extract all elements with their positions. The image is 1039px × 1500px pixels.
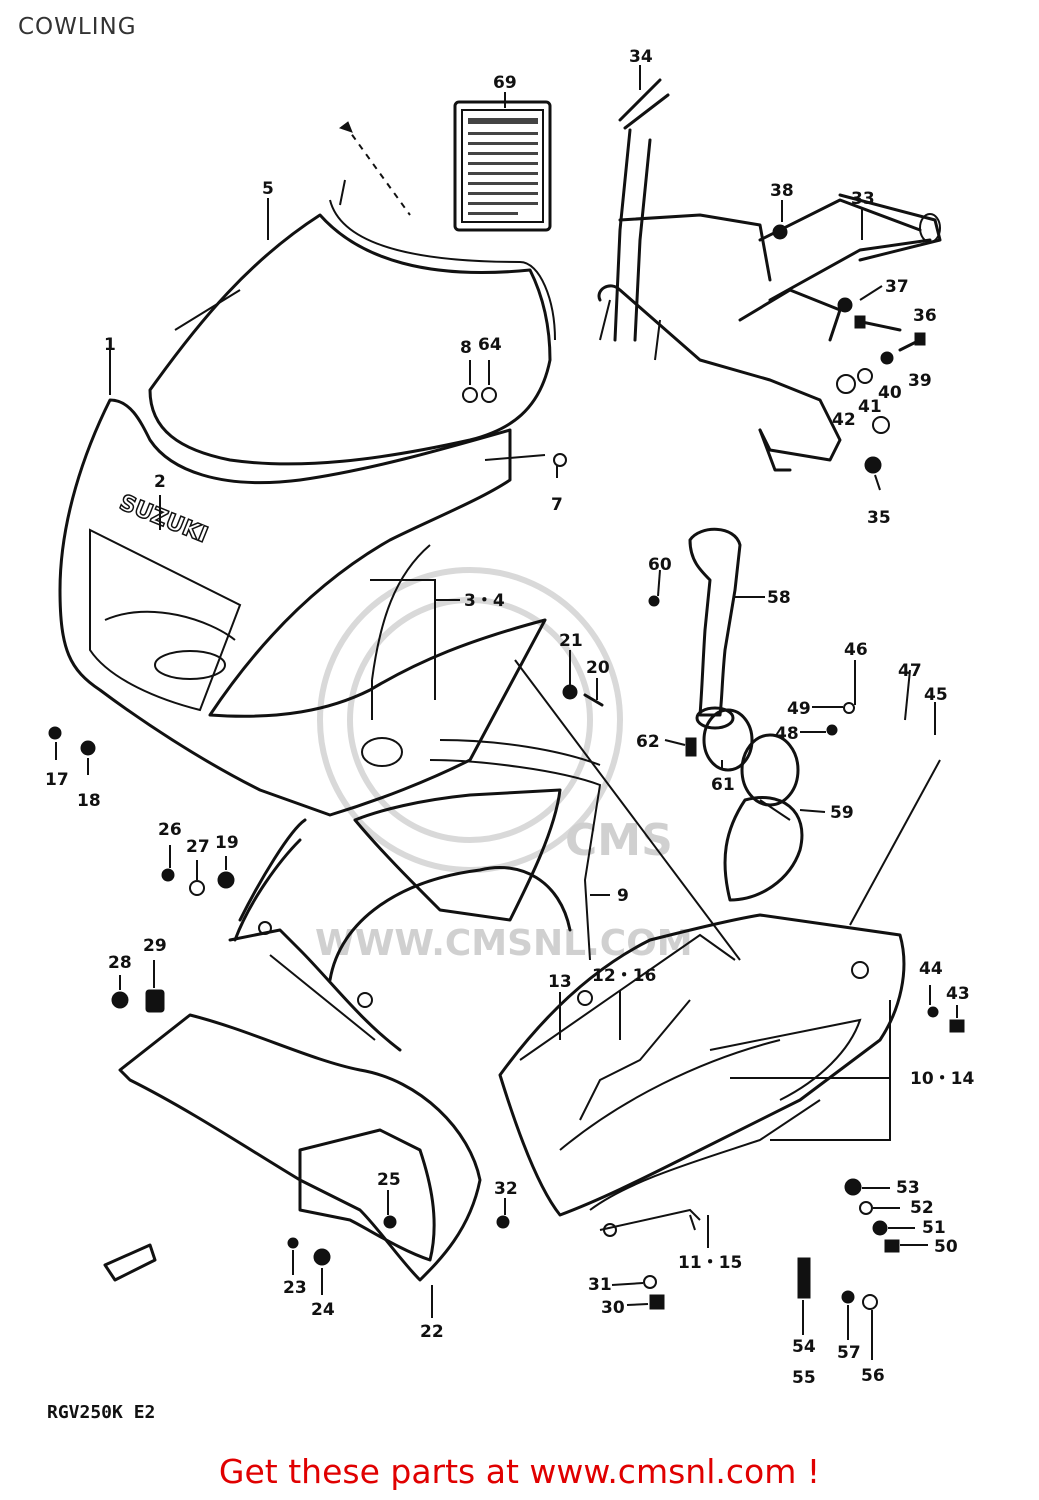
label-21: 21 [559,631,583,651]
label-55: 55 [792,1368,816,1388]
label-41: 41 [858,397,882,417]
label-5: 5 [262,179,274,199]
label-35: 35 [867,508,891,528]
label-32: 32 [494,1179,518,1199]
label-60: 60 [648,555,672,575]
label-46: 46 [844,640,868,660]
label-28: 28 [108,953,132,973]
fasteners [48,224,965,1310]
watermark: CMS WWW.CMSNL.COM [315,567,693,964]
label-38: 38 [770,181,794,201]
callout-labels: 34 69 5 38 33 37 36 8 64 1 39 40 41 42 2… [45,47,974,1388]
label-37: 37 [885,277,909,297]
label-56: 56 [861,1366,885,1386]
label-49: 49 [787,699,811,719]
label-27: 27 [186,837,210,857]
label-24: 24 [311,1300,335,1320]
leader-lines [55,65,958,1360]
air-duct-parts [688,527,804,902]
label-30: 30 [601,1298,625,1318]
label-25: 25 [377,1170,401,1190]
label-13: 13 [548,972,572,992]
caution-label-part-69 [453,100,552,232]
label-8: 8 [460,338,472,358]
label-23: 23 [283,1278,307,1298]
label-1: 1 [104,335,116,355]
front-arrow-icon [103,1243,157,1282]
brand-logo-text: SUZUKI [116,490,211,548]
label-64: 64 [478,335,502,355]
label-17: 17 [45,770,69,790]
cowling-bracket-part-33 [597,78,942,472]
label-9: 9 [617,886,629,906]
label-45: 45 [924,685,948,705]
label-52: 52 [910,1198,934,1218]
label-50: 50 [934,1237,958,1257]
label-12-16: 12・16 [592,966,656,986]
label-19: 19 [215,833,239,853]
lower-cowl-right [498,913,906,1237]
label-62: 62 [636,732,660,752]
page-title: COWLING [18,14,137,40]
label-43: 43 [946,984,970,1004]
label-59: 59 [830,803,854,823]
label-61: 61 [711,775,735,795]
label-69: 69 [493,73,517,93]
label-3-4: 3・4 [464,591,505,611]
label-42: 42 [832,410,856,430]
label-36: 36 [913,306,937,326]
label-29: 29 [143,936,167,956]
label-51: 51 [922,1218,946,1238]
label-34: 34 [629,47,653,67]
label-7: 7 [551,495,563,515]
label-2: 2 [154,472,166,492]
label-22: 22 [420,1322,444,1342]
label-53: 53 [896,1178,920,1198]
lower-cowl-left [118,818,482,1282]
label-40: 40 [878,383,902,403]
label-18: 18 [77,791,101,811]
label-54: 54 [792,1337,816,1357]
label-31: 31 [588,1275,612,1295]
label-44: 44 [919,959,943,979]
label-39: 39 [908,371,932,391]
watermark-logo-text: CMS [565,815,673,866]
label-58: 58 [767,588,791,608]
label-47: 47 [898,661,922,681]
label-26: 26 [158,820,182,840]
label-48: 48 [775,724,799,744]
label-20: 20 [586,658,610,678]
label-57: 57 [837,1343,861,1363]
label-10-14: 10・14 [910,1069,974,1089]
footer-link[interactable]: Get these parts at www.cmsnl.com ! [218,1452,821,1491]
watermark-url-text: WWW.CMSNL.COM [315,923,693,964]
windscreen-part-5 [148,121,556,466]
label-33: 33 [851,189,875,209]
model-code: RGV250K E2 [47,1402,155,1423]
label-11-15: 11・15 [678,1253,742,1273]
inner-panel-part-9 [328,739,602,982]
